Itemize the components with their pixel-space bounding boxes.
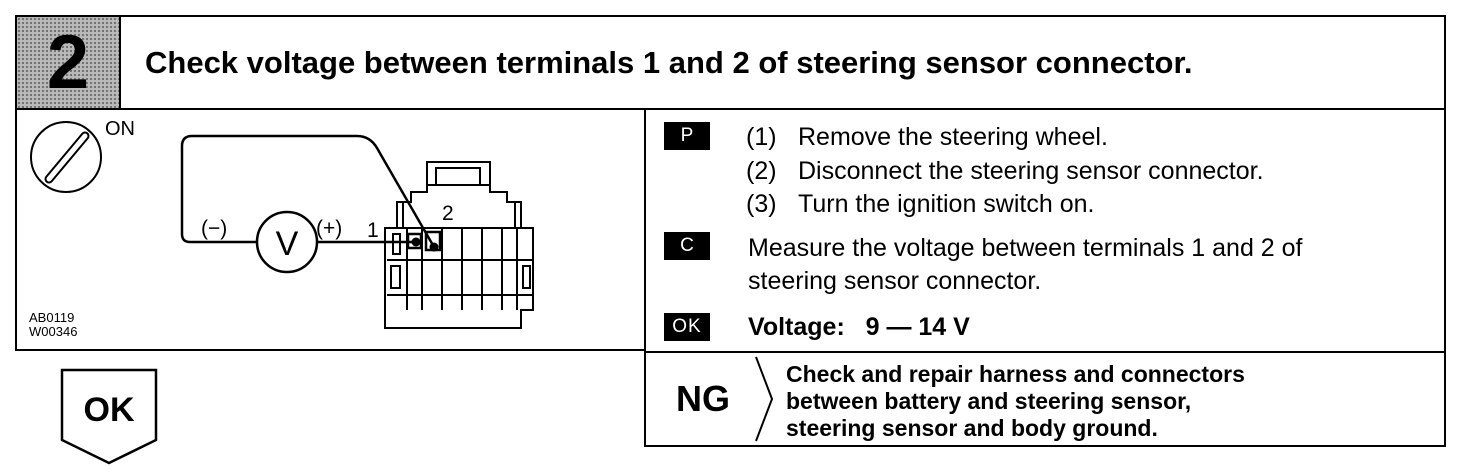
wiring-diagram: ON V (−) (+) 1 2 [15, 108, 646, 351]
prepare-badge: P [664, 122, 710, 150]
step-header: 2 Check voltage between terminals 1 and … [15, 15, 1446, 110]
voltmeter-icon [255, 210, 319, 274]
voltmeter-symbol: V [276, 225, 299, 263]
voltage-spec: Voltage: 9 — 14 V [748, 313, 970, 341]
ok-flow-arrow-icon [60, 368, 158, 465]
check-text: Measure the voltage between terminals 1 … [748, 234, 1303, 262]
ignition-switch-icon [30, 121, 102, 193]
ok-flow-label: OK [83, 391, 135, 429]
check-badge: C [664, 232, 710, 260]
diagram-drawing: ON V (−) (+) 1 2 [30, 118, 534, 329]
chevron-right-icon [755, 356, 774, 442]
steering-sensor-connector [384, 161, 534, 329]
prepare-step: (2)Disconnect the steering sensor connec… [746, 157, 1264, 185]
minus-label: (−) [201, 217, 227, 240]
probe-point-1 [411, 237, 421, 247]
terminal-2-label: 2 [442, 202, 454, 225]
ng-action-text: Check and repair harness and connectors … [786, 361, 1245, 441]
figure-code: W00346 [29, 324, 78, 339]
terminal-1-cavity [406, 232, 423, 250]
prepare-step: (3)Turn the ignition switch on. [746, 190, 1095, 218]
step-number-box: 2 [17, 17, 121, 108]
ng-label: NG [676, 378, 730, 419]
terminal-1-label: 1 [367, 219, 379, 242]
negative-lead-wire [180, 134, 436, 248]
ignition-on-label: ON [105, 118, 135, 140]
ng-result-box: NG Check and repair harness and connecto… [644, 353, 1446, 447]
check-text: steering sensor connector. [748, 267, 1042, 295]
instruction-panel: P (1)Remove the steering wheel. (2)Disco… [644, 108, 1446, 353]
ok-badge: OK [664, 313, 710, 341]
figure-code: AB0119 [29, 310, 75, 325]
step-title: Check voltage between terminals 1 and 2 … [145, 45, 1193, 80]
step-number: 2 [46, 20, 90, 105]
probe-point-2 [429, 242, 439, 252]
prepare-step: (1)Remove the steering wheel. [746, 123, 1108, 151]
plus-label: (+) [316, 217, 342, 240]
